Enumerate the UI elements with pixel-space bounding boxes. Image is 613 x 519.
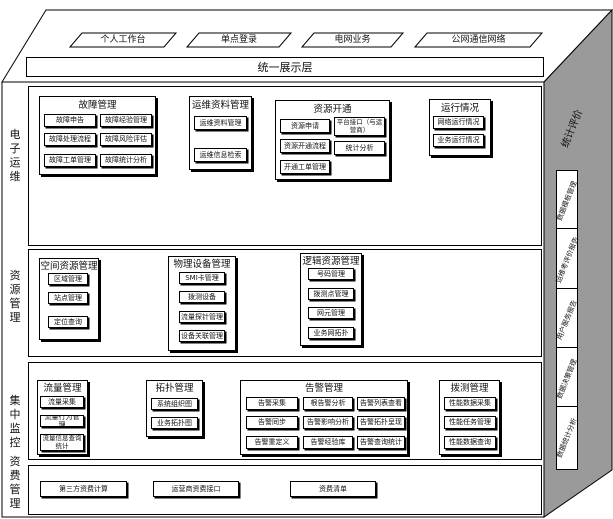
group-title: 流量管理 (43, 383, 82, 394)
item-operator-billing-interface: 运营商资费接口 (153, 481, 239, 497)
unified-display-layer: 统一展示层 (26, 57, 544, 77)
item-traffic-collect: 流量采集 (40, 396, 84, 408)
item-area: 区域管理 (48, 273, 88, 285)
item-alarm-experience: 告警经验库 (303, 436, 353, 449)
item-smi-card: SMI卡管理 (179, 272, 225, 284)
item-alarm-query: 告警查询统计 (357, 436, 405, 449)
item-network-running: 网络运行情况 (433, 116, 484, 129)
right-item: 数据模板管理 (555, 170, 579, 232)
item-alarm-collect: 告警采集 (246, 397, 298, 410)
item-probe: 流量探针管理 (179, 311, 225, 323)
portal-grid-business (300, 32, 405, 48)
item-alarm-redefine: 告警重定义 (246, 436, 298, 449)
item-provision-ticket: 开通工单管理 (280, 160, 330, 174)
item-network-element: 网元管理 (308, 307, 354, 319)
item-number: 号码管理 (308, 268, 354, 280)
group-title: 故障管理 (78, 100, 117, 111)
item-perf-task: 性能任务管理 (444, 416, 496, 429)
item-platform-interface: 平台接口（与运营商） (334, 117, 385, 136)
item-system-org: 系统组织图 (151, 398, 198, 410)
item-traffic-query: 流量信息查询统计 (40, 434, 84, 451)
right-item: 数据统计分析 (555, 406, 579, 470)
label-electronic-ops: 电子运维 (9, 128, 21, 183)
group-title: 拨测管理 (450, 383, 489, 394)
item-device-link: 设备关联管理 (179, 330, 225, 342)
group-title: 运行情况 (440, 103, 479, 114)
portal-public-network (413, 32, 544, 48)
right-panel-title: 统计评价 (559, 108, 586, 150)
item-root-alarm: 根告警分析 (303, 397, 353, 410)
item-dial-point: 拨测点管理 (308, 288, 354, 300)
group-title: 运维资料管理 (191, 100, 249, 111)
label-billing-mgmt: 资费管理 (9, 455, 21, 510)
portal-label: 个人工作台 (100, 35, 146, 45)
portal-label: 电网业务 (334, 35, 371, 45)
group-title: 物理设备管理 (173, 259, 231, 270)
item-dial-device: 拨测设备 (179, 291, 225, 303)
item-business-running: 业务运行情况 (433, 134, 484, 147)
section-resource-mgmt (28, 249, 542, 357)
item-business-topo-map: 业务拓扑图 (151, 417, 198, 429)
portal-label: 公网通信网络 (451, 35, 506, 45)
item-fault-experience: 故障经验管理 (100, 114, 152, 127)
group-title: 逻辑资源管理 (302, 256, 360, 267)
item-business-topology: 业务网拓扑 (308, 327, 354, 339)
portal-sso (185, 32, 293, 48)
item-alarm-impact: 告警影响分析 (303, 416, 353, 429)
group-title: 资源开通 (313, 104, 352, 115)
item-alarm-list: 告警列表查看 (357, 397, 405, 410)
group-title: 告警管理 (304, 383, 343, 394)
group-title: 空间资源管理 (40, 261, 98, 272)
portal-workbench (68, 32, 178, 48)
item-third-party-billing: 第三方资费计算 (40, 481, 127, 497)
item-fault-stats: 故障统计分析 (100, 154, 152, 167)
item-resource-apply: 资源申请 (280, 119, 330, 133)
label-resource-mgmt: 资源管理 (9, 269, 21, 324)
item-provision-stats: 统计分析 (334, 141, 385, 155)
label-central-monitor: 集中监控 (9, 394, 21, 449)
item-ops-data: 运维资料管理 (194, 116, 247, 130)
portal-label: 单点登录 (220, 35, 257, 45)
item-billing-list: 资费清单 (290, 481, 376, 497)
item-perf-collect: 性能数据采集 (444, 397, 496, 410)
item-ops-search: 运维信息检索 (194, 148, 247, 162)
item-fault-process: 故障处理流程 (44, 133, 96, 146)
item-perf-query: 性能数据查询 (444, 436, 496, 449)
item-site: 站点管理 (48, 292, 88, 304)
group-title: 拓扑管理 (155, 383, 194, 394)
item-alarm-sync: 告警同步 (246, 416, 298, 429)
item-traffic-behavior: 流量行为管理 (40, 415, 84, 427)
right-item: 数据决策管理 (555, 347, 579, 411)
right-item: 运维考评价报告 (554, 228, 580, 292)
item-alarm-topology: 告警拓扑呈现 (357, 416, 405, 429)
item-provision-process: 资源开通流程 (280, 139, 330, 153)
item-fault-risk: 故障风险评估 (100, 133, 152, 146)
item-fault-report: 故障申告 (44, 114, 96, 127)
item-locate: 定位查询 (48, 316, 88, 328)
right-item: 用户服务报告 (555, 288, 579, 352)
top-portals (68, 32, 544, 48)
item-fault-ticket: 故障工单管理 (44, 154, 96, 167)
